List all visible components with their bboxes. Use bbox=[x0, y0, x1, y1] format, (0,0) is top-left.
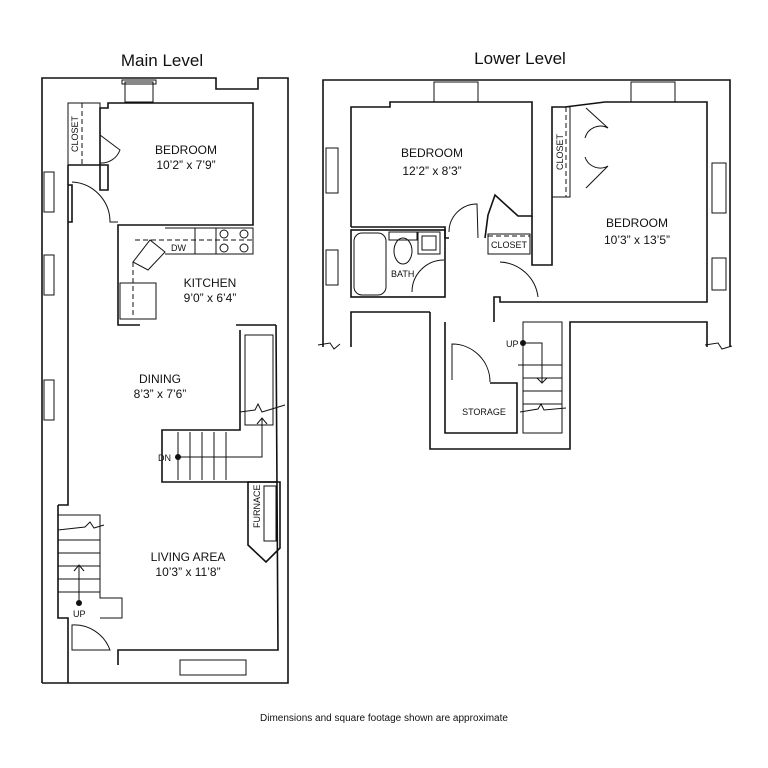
furnace bbox=[247, 481, 281, 564]
main-outer-wall bbox=[41, 77, 289, 684]
window-icon bbox=[43, 79, 247, 676]
living-name: LIVING AREA bbox=[151, 550, 226, 564]
stairs-down bbox=[175, 402, 286, 480]
main-inner-right-wall bbox=[117, 324, 279, 665]
bath-label: BATH bbox=[391, 269, 414, 279]
dining-dims: 8’3” x 7’6” bbox=[134, 387, 187, 401]
main-closet-label: CLOSET bbox=[70, 115, 80, 152]
lower-closet2 bbox=[551, 106, 571, 198]
main-level: Main Level CLOSET BEDROOM 10’2” x 7’9” bbox=[41, 51, 289, 684]
lower-closet2-label: CLOSET bbox=[555, 133, 565, 170]
stove-icon bbox=[219, 229, 249, 253]
kitchen-counters bbox=[119, 227, 254, 320]
door-swing bbox=[71, 181, 118, 223]
stairs-down-label: DN bbox=[158, 453, 171, 463]
main-bedroom-name: BEDROOM bbox=[155, 143, 217, 157]
kitchen-dims: 9’0” x 6’4” bbox=[184, 291, 237, 305]
storage-label: STORAGE bbox=[462, 407, 506, 417]
lower-bedroom2-dims: 10’3” x 13’5” bbox=[604, 233, 670, 247]
stairs-up-label: UP bbox=[73, 609, 86, 619]
living-dims: 10’3” x 11’8” bbox=[155, 565, 220, 579]
lower-closet1 bbox=[487, 233, 531, 255]
lower-bedroom2-name: BEDROOM bbox=[606, 216, 668, 230]
lower-bedroom1-dims: 12’2” x 8’3” bbox=[402, 164, 461, 178]
main-level-title: Main Level bbox=[121, 51, 203, 70]
lower-level-title: Lower Level bbox=[474, 49, 566, 68]
lower-bedroom1-name: BEDROOM bbox=[401, 146, 463, 160]
dining-name: DINING bbox=[139, 372, 181, 386]
dishwasher-label: DW bbox=[171, 243, 186, 253]
main-bedroom-wall bbox=[68, 102, 254, 326]
lower-level: Lower Level BEDROOM 12’2” x 8’3” CLOSET … bbox=[317, 49, 733, 450]
kitchen-name: KITCHEN bbox=[184, 276, 237, 290]
main-closet bbox=[67, 102, 101, 166]
main-bedroom-dims: 10’2” x 7’9” bbox=[156, 158, 215, 172]
furnace-label: FURNACE bbox=[252, 484, 262, 528]
disclaimer: Dimensions and square footage shown are … bbox=[260, 713, 508, 724]
lower-stairs bbox=[518, 321, 567, 434]
stairs-up bbox=[57, 505, 123, 683]
lower-stairs-up-label: UP bbox=[506, 339, 519, 349]
lower-closet1-label: CLOSET bbox=[491, 240, 528, 250]
lower-outer-wall bbox=[322, 79, 731, 347]
main-inner-wall bbox=[58, 165, 69, 506]
bath bbox=[350, 229, 446, 298]
